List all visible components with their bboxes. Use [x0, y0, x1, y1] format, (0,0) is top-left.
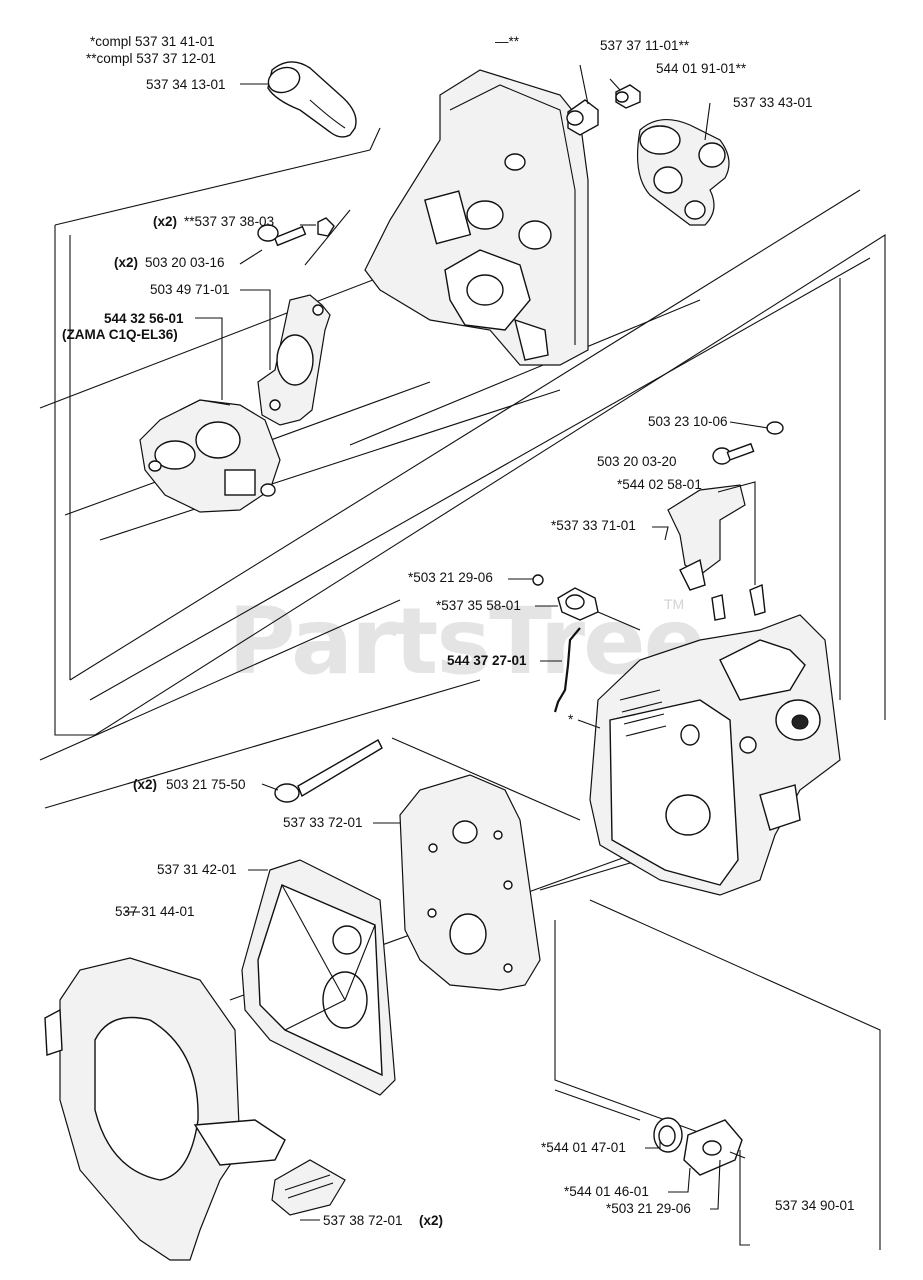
- long-bolt-part: [274, 739, 383, 803]
- filter-gasket-part: [399, 774, 541, 991]
- part-label: 537 34 13-01: [146, 77, 226, 92]
- carburetor-bracket-part: [364, 69, 589, 366]
- part-label: (x2): [133, 777, 158, 792]
- part-label: 503 20 03-20: [597, 454, 677, 469]
- cover-plate-part: [683, 1119, 746, 1176]
- part-label: 503 49 71-01: [150, 282, 230, 297]
- intake-adapter-part: [636, 119, 730, 226]
- screw-parts-right: [712, 421, 784, 465]
- washer-part: [653, 1117, 683, 1153]
- part-label: *544 02 58-01: [617, 477, 702, 492]
- part-label: *544 01 47-01: [541, 1140, 626, 1155]
- choke-lever-part: [667, 484, 766, 621]
- part-label: 537 33 43-01: [733, 95, 813, 110]
- part-label: 537 31 44-01: [115, 904, 195, 919]
- part-label: 503 21 75-50: [166, 777, 246, 792]
- part-label: *compl 537 31 41-01: [90, 34, 215, 49]
- vent-slots: [619, 689, 667, 737]
- part-label: *537 35 58-01: [436, 598, 521, 613]
- carburetor-gasket-part: [257, 294, 331, 426]
- part-label: 537 37 11-01**: [600, 38, 690, 53]
- cover-clip-part: [271, 1159, 346, 1216]
- part-label: —**: [495, 34, 520, 49]
- sleeve-parts: [566, 84, 641, 136]
- part-label: (x2): [419, 1213, 444, 1228]
- part-label: (x2): [114, 255, 139, 270]
- intake-elbow-part: [267, 61, 357, 138]
- part-label: *503 21 29-06: [408, 570, 493, 585]
- part-label: 537 31 42-01: [157, 862, 237, 877]
- part-label: *: [568, 712, 574, 727]
- part-label: 503 20 03-16: [145, 255, 225, 270]
- part-label: 544 32 56-01: [104, 311, 184, 326]
- part-label: 537 34 90-01: [775, 1198, 855, 1213]
- part-label: **537 37 38-03: [184, 214, 275, 229]
- part-label: 503 23 10-06: [648, 414, 728, 429]
- screw-parts-top: [257, 217, 335, 247]
- part-label: *544 01 46-01: [564, 1184, 649, 1199]
- part-label: 544 01 91-01**: [656, 61, 747, 76]
- filter-cover-part: [44, 957, 286, 1261]
- control-rod-part: [553, 627, 581, 713]
- part-label: 537 33 72-01: [283, 815, 363, 830]
- part-label: *503 21 29-06: [606, 1201, 691, 1216]
- control-knob-part: [532, 574, 641, 631]
- air-filter-part: [241, 859, 396, 1096]
- part-label: **compl 537 37 12-01: [86, 51, 216, 66]
- part-label: (x2): [153, 214, 178, 229]
- assembly-lines: [39, 127, 886, 1250]
- carburetor-part: [139, 399, 281, 513]
- part-label: (ZAMA C1Q-EL36): [62, 327, 178, 342]
- part-label: *537 33 71-01: [551, 518, 636, 533]
- part-label: 544 37 27-01: [447, 653, 527, 668]
- leader-lines: [125, 64, 769, 1221]
- part-label: 537 38 72-01: [323, 1213, 403, 1228]
- watermark-trademark: TM: [664, 596, 685, 612]
- filter-housing-part: [589, 614, 841, 896]
